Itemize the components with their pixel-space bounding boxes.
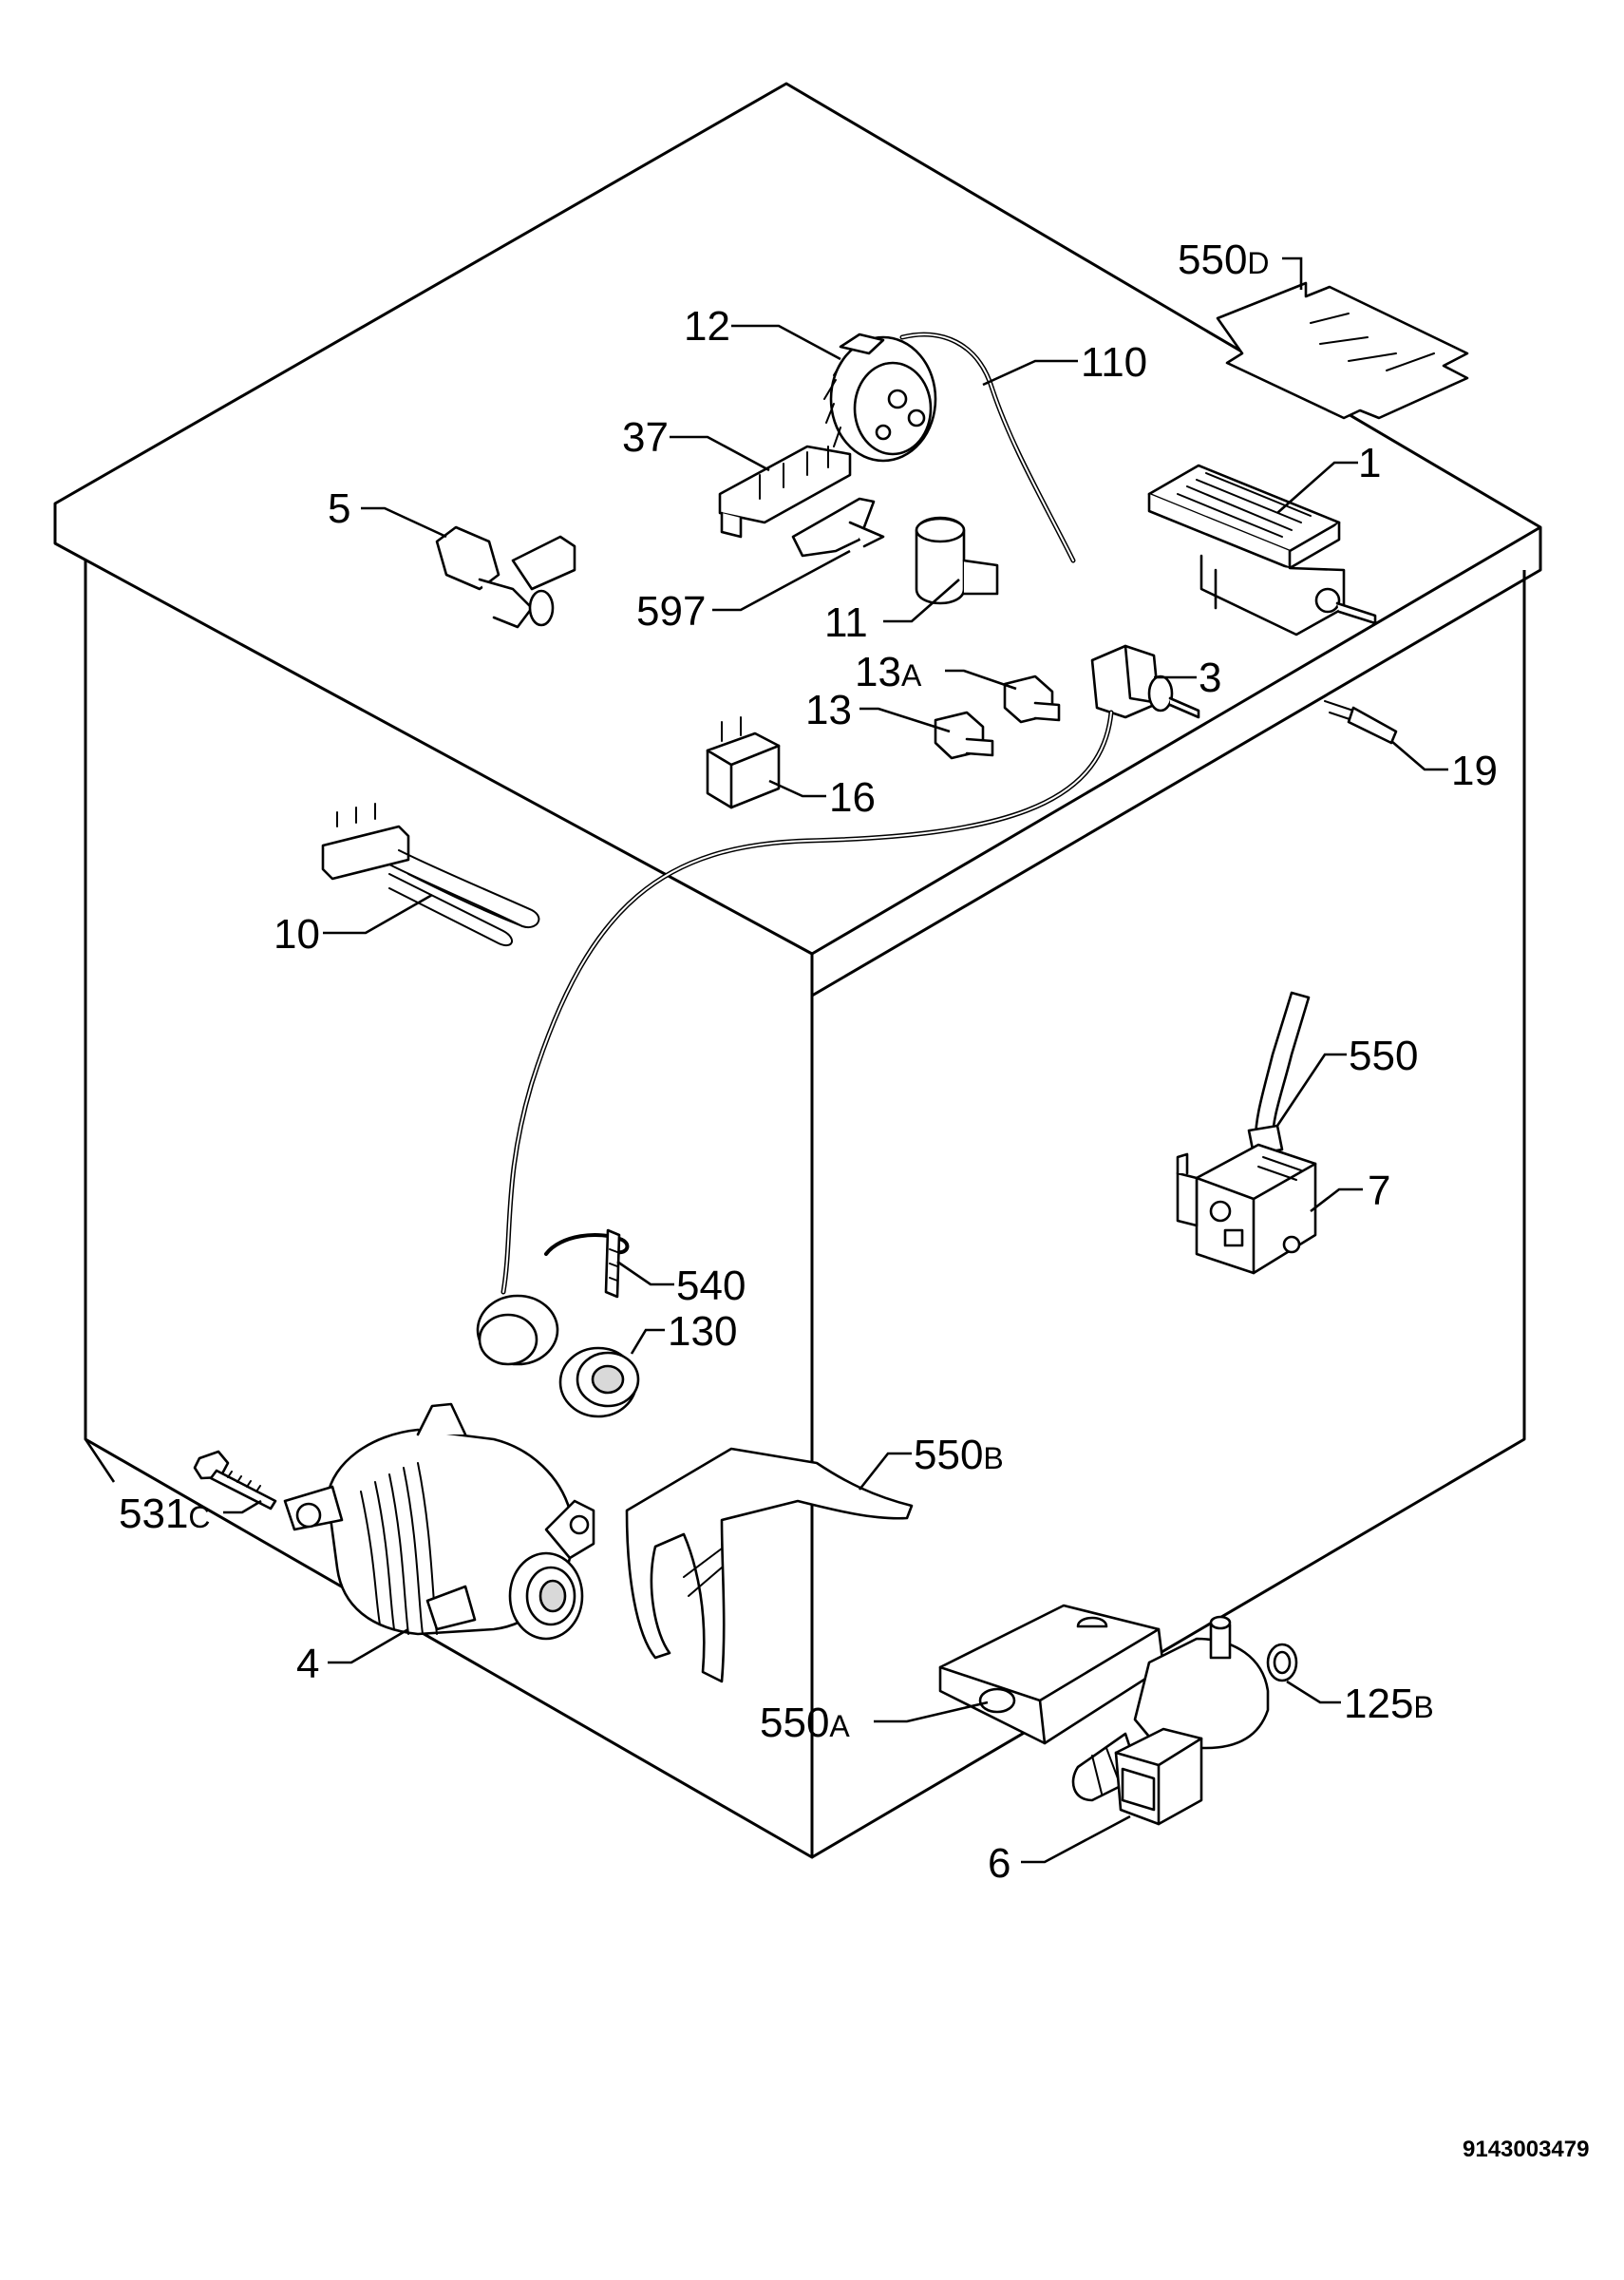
- pump-motor-4: [283, 1402, 595, 1641]
- callout-13a: 13A: [855, 649, 922, 695]
- callout-1: 1: [1358, 440, 1381, 486]
- pressure-switch-12: [823, 332, 937, 463]
- pump-cover-550b: [625, 1447, 914, 1683]
- callout-4: 4: [296, 1641, 319, 1687]
- drain-pump-6: [1071, 1615, 1270, 1826]
- callout-16: 16: [829, 774, 876, 821]
- heating-element-10: [321, 803, 540, 947]
- callout-3: 3: [1199, 655, 1221, 701]
- grommet-130: [558, 1346, 640, 1418]
- callout-12: 12: [684, 303, 730, 350]
- callout-597: 597: [636, 588, 706, 635]
- clip-540: [544, 1228, 630, 1299]
- capacitor-11: [915, 516, 999, 605]
- callout-19: 19: [1451, 748, 1498, 794]
- connector-13a: [1003, 674, 1061, 724]
- cover-plate-550d: [1216, 281, 1469, 420]
- callout-13: 13: [805, 687, 852, 733]
- callout-540: 540: [676, 1263, 746, 1309]
- sensor-19: [1324, 700, 1398, 745]
- callout-550: 550: [1349, 1033, 1418, 1079]
- callout-37: 37: [622, 414, 669, 461]
- wiring-strip-550: [1247, 991, 1311, 1156]
- cover-550a: [938, 1604, 1165, 1745]
- callout-11: 11: [824, 599, 868, 646]
- switch-cable: [500, 710, 1114, 1295]
- bracket-597: [791, 497, 885, 558]
- cable-grommet: [476, 1294, 559, 1366]
- terminal-block-37: [718, 445, 852, 539]
- document-number: 9143003479: [1463, 2137, 1589, 2162]
- callout-550a: 550A: [760, 1700, 850, 1746]
- callout-5: 5: [328, 485, 350, 532]
- o-ring-125b: [1266, 1643, 1298, 1682]
- selector-switch-3: [1090, 644, 1200, 719]
- callout-550d: 550D: [1178, 237, 1270, 283]
- relay-16: [706, 716, 781, 809]
- callout-7: 7: [1368, 1168, 1390, 1214]
- callout-labels: 550D 12 110 37 1 5 597 11 13A 3 13 19 16…: [119, 237, 1498, 1887]
- callout-550b: 550B: [914, 1432, 1004, 1478]
- screw-531c: [193, 1450, 277, 1510]
- callout-531c: 531C: [119, 1491, 211, 1537]
- timer-module-1: [1147, 464, 1377, 636]
- callout-130: 130: [668, 1308, 737, 1355]
- inlet-valve-5: [435, 525, 576, 629]
- callout-110: 110: [1081, 339, 1147, 386]
- door-lock-7: [1176, 1143, 1317, 1275]
- connector-13: [934, 711, 994, 760]
- callout-10: 10: [274, 911, 320, 958]
- hose-110: [899, 332, 1076, 563]
- callout-6: 6: [988, 1840, 1010, 1887]
- callout-125b: 125B: [1344, 1681, 1434, 1727]
- leader-lines: [84, 256, 1448, 1864]
